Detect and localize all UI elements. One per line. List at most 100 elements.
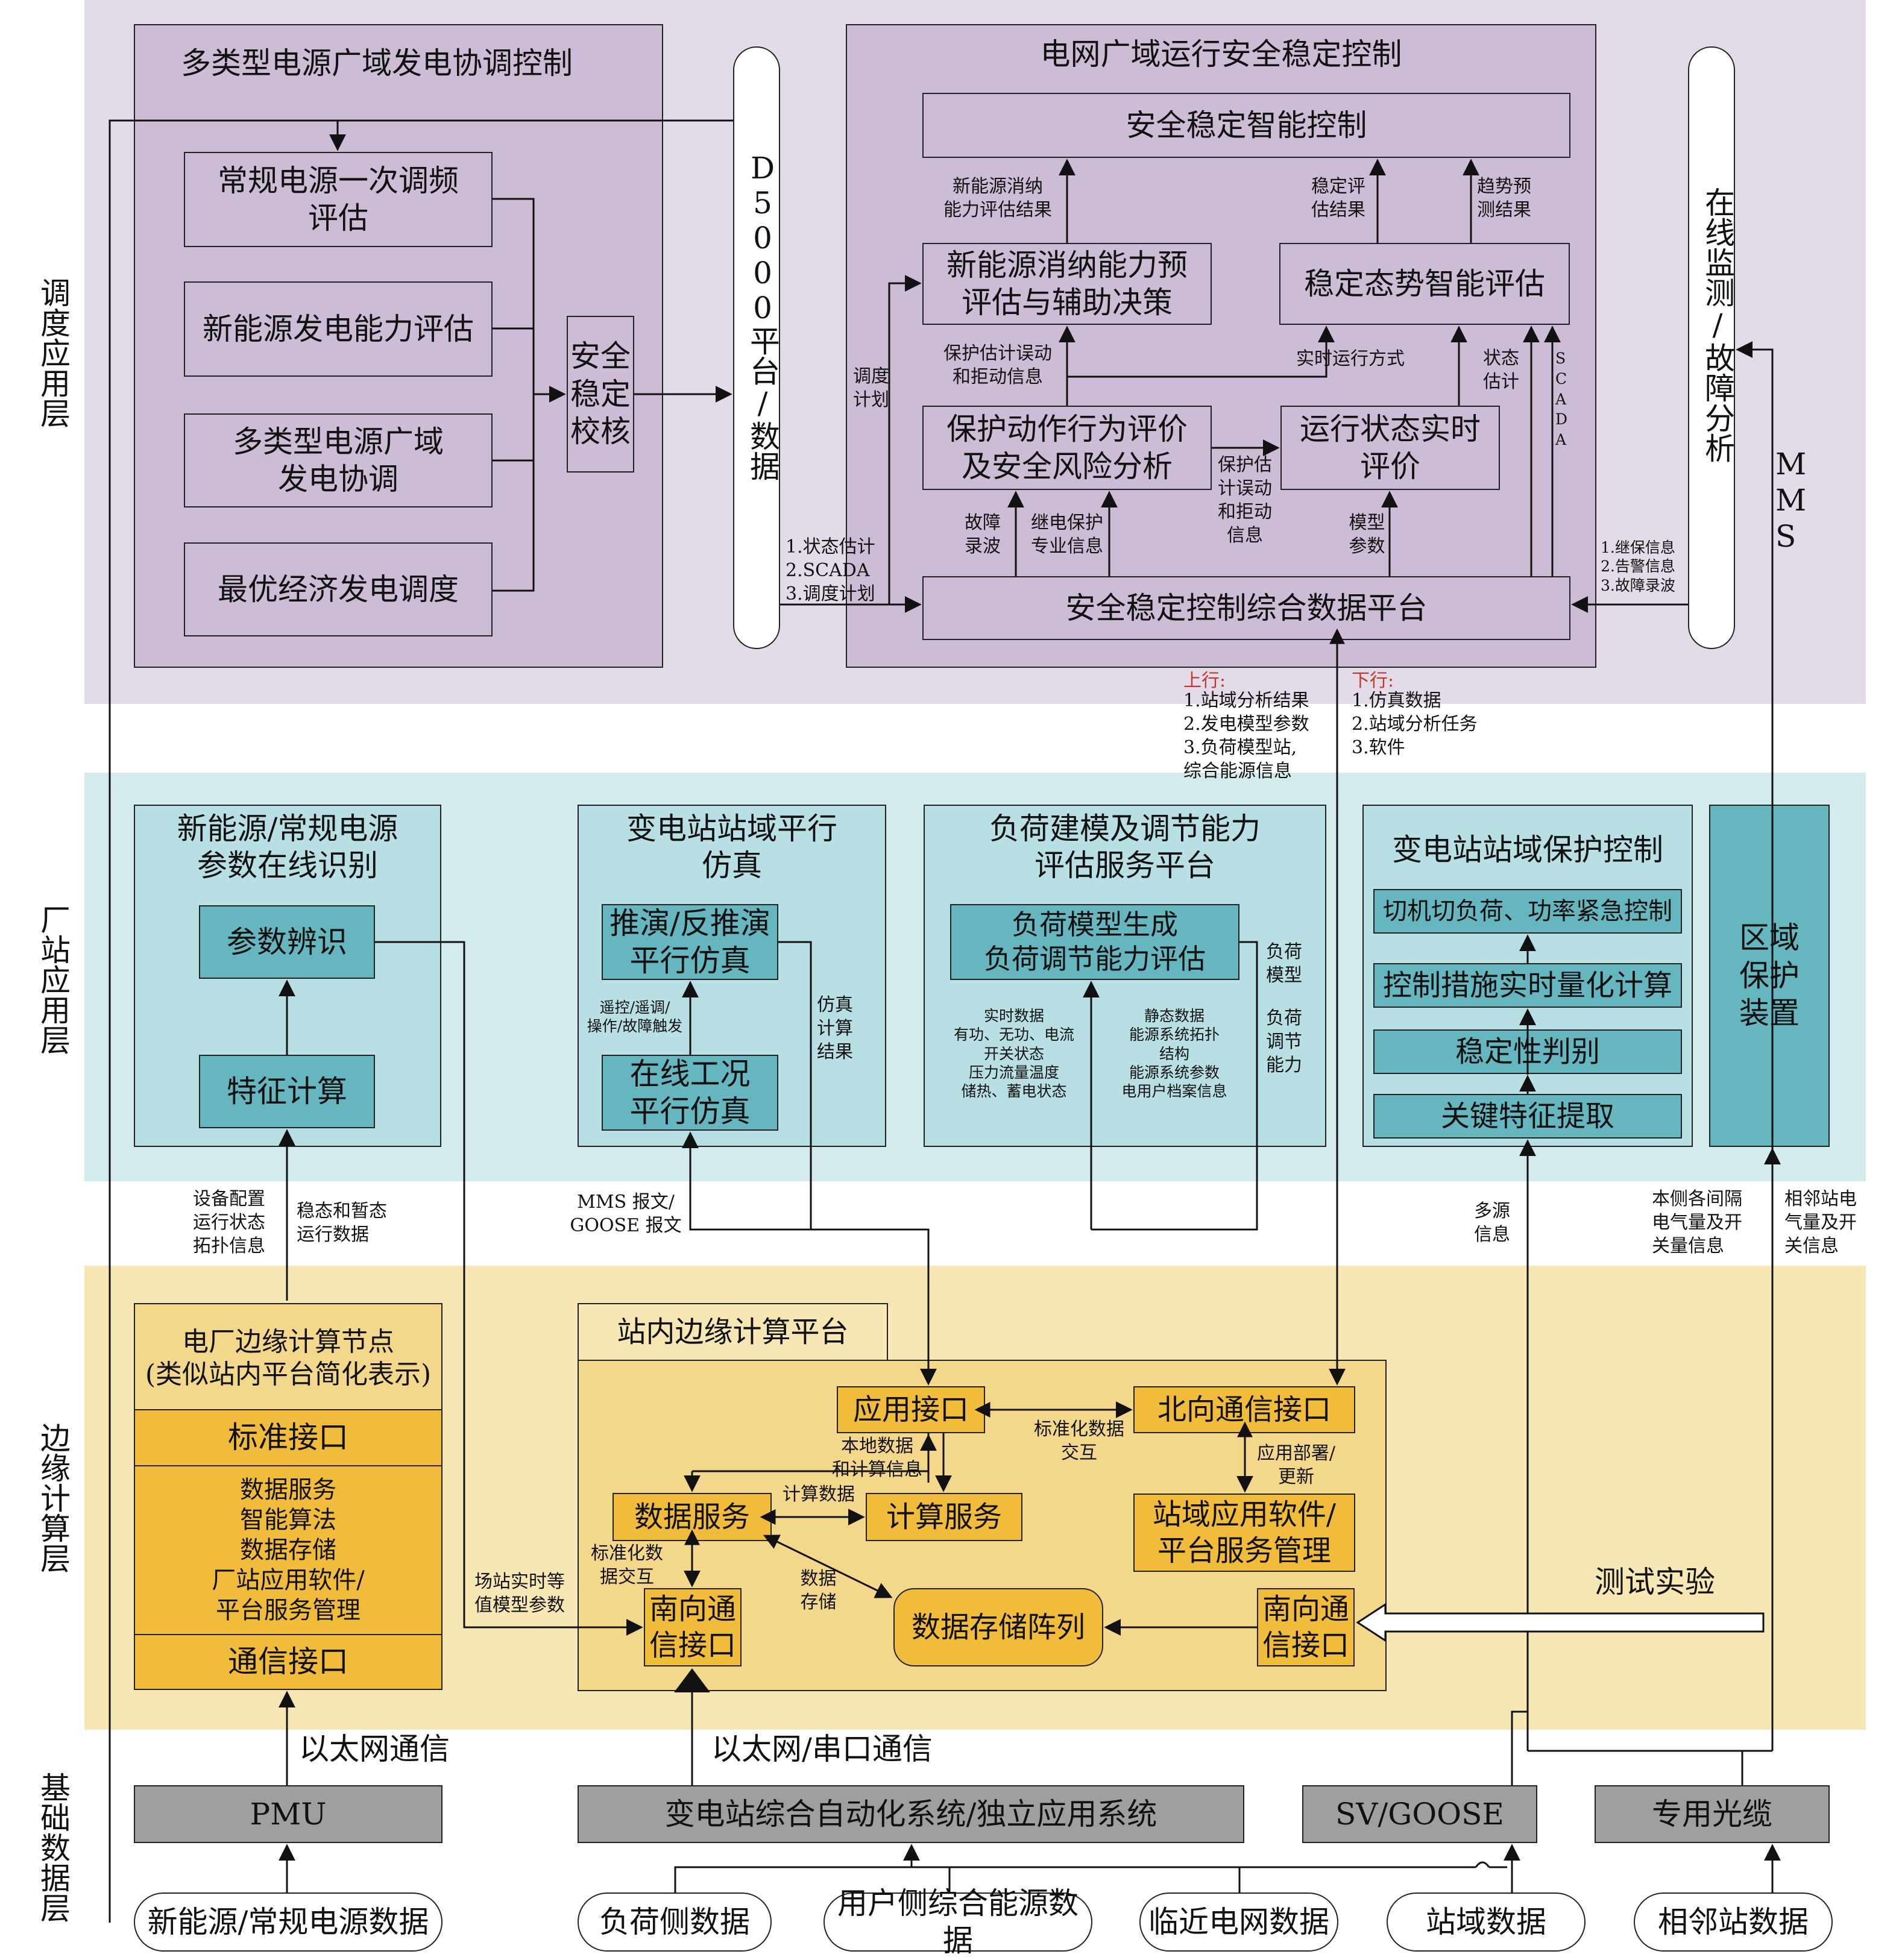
source-user-energy[interactable]: 用户侧综合能源数据	[824, 1886, 1092, 1958]
lbl-static-data: 静态数据 能源系统拓扑 结构 能源系统参数 电用户档案信息	[1121, 1007, 1227, 1100]
lbl-stab-result: 稳定评 估结果	[1311, 176, 1365, 221]
lbl-remote: 遥控/遥调/ 操作/故障触发	[587, 999, 683, 1035]
south-if-left[interactable]: 南向通 信接口	[644, 1588, 742, 1666]
wire-crossover	[1475, 1861, 1490, 1868]
d5000-label: D5000平台/数据	[745, 151, 780, 481]
app-if[interactable]: 应用接口	[837, 1386, 985, 1433]
data-platform[interactable]: 安全稳定控制综合数据平台	[922, 576, 1570, 640]
plant-node-title: 电厂边缘计算节点 (类似站内平台简化表示)	[145, 1327, 432, 1390]
lbl-fault-wave: 故障 录波	[965, 512, 1001, 557]
lbl-realtime-data: 实时数据 有功、无功、电流 开关状态 压力流量温度 储热、蓄电状态	[953, 1007, 1074, 1100]
lbl-adjacent-station: 相邻站电 气量及开 关信息	[1784, 1189, 1857, 1257]
protect-item-4[interactable]: 关键特征提取	[1373, 1094, 1682, 1139]
lbl-load-adjust: 负荷 调节 能力	[1266, 1008, 1302, 1076]
layer-dispatch: 调度应用层	[36, 277, 71, 428]
deduce-sim[interactable]: 推演/反推演 平行仿真	[602, 904, 778, 980]
up-items: 1.站域分析结果 2.发电模型参数 3.负荷模型站, 综合能源信息	[1183, 690, 1309, 782]
lbl-mms-in: 1.继保信息 2.告警信息 3.故障录波	[1601, 539, 1675, 594]
lbl-protect-info: 保护估计误动 和拒动信息	[943, 343, 1052, 388]
online-sim[interactable]: 在线工况 平行仿真	[602, 1055, 778, 1131]
online-monitor[interactable]	[1688, 46, 1735, 649]
multi-source-title: 多类型电源广域发电协调控制	[181, 46, 573, 81]
lbl-load-model: 负荷 模型	[1266, 941, 1302, 986]
load-title: 负荷建模及调节能力 评估服务平台	[989, 811, 1261, 883]
source-adjacent-station[interactable]: 相邻站数据	[1634, 1892, 1833, 1952]
lbl-local-bay: 本侧各间隔 电气量及开 关量信息	[1652, 1189, 1742, 1257]
lbl-model-param: 模型 参数	[1349, 512, 1385, 557]
lbl-steady-trans: 稳态和暂态 运行数据	[297, 1201, 387, 1245]
multi-item-4[interactable]: 最优经济发电调度	[184, 542, 493, 636]
lbl-state-est: 状态 估计	[1483, 348, 1519, 392]
fiber-cable[interactable]: 专用光缆	[1595, 1785, 1830, 1843]
layer-station: 厂站应用层	[36, 904, 71, 1055]
source-load-side[interactable]: 负荷侧数据	[578, 1892, 772, 1952]
lbl-mms-goose: MMS 报文/ GOOSE 报文	[570, 1192, 682, 1236]
up-title: 上行:	[1183, 670, 1226, 691]
load-model[interactable]: 负荷模型生成 负荷调节能力评估	[950, 904, 1239, 980]
protect-item-3[interactable]: 稳定性判别	[1373, 1029, 1682, 1074]
lbl-renew-result: 新能源消纳 能力评估结果	[943, 176, 1052, 221]
source-station-domain[interactable]: 站域数据	[1387, 1892, 1586, 1952]
lbl-std-exchange: 标准化数据 交互	[1034, 1419, 1124, 1463]
plant-comm-if[interactable]: 通信接口	[134, 1634, 442, 1690]
param-title: 新能源/常规电源 参数在线识别	[177, 811, 398, 883]
station-platform-tab: 站内边缘计算平台	[578, 1303, 888, 1361]
lbl-data-store: 数据 存储	[800, 1568, 837, 1613]
pmu[interactable]: PMU	[134, 1785, 442, 1843]
feature-calc[interactable]: 特征计算	[199, 1055, 375, 1128]
multi-item-1[interactable]: 常规电源一次调频 评估	[184, 152, 493, 247]
lbl-local-data: 本地数据 和计算信息	[832, 1436, 922, 1480]
lbl-relay-info: 继电保护 专业信息	[1031, 512, 1103, 557]
lbl-std-exchange2: 标准化数 据交互	[591, 1543, 663, 1588]
d5000-platform[interactable]	[733, 46, 780, 649]
substation-system[interactable]: 变电站综合自动化系统/独立应用系统	[578, 1785, 1244, 1843]
param-ident[interactable]: 参数辨识	[199, 905, 375, 979]
safety-check[interactable]: 安全 稳定 校核	[567, 316, 634, 473]
lbl-realtime-mode: 实时运行方式	[1296, 348, 1405, 369]
storage-array[interactable]: 数据存储阵列	[893, 1588, 1103, 1666]
layer-base: 基础数据层	[36, 1772, 71, 1923]
lbl-ethernet-serial: 以太网/串口通信	[711, 1732, 933, 1767]
lbl-protect-info2: 保护估 计误动 和拒动 信息	[1218, 454, 1272, 546]
protect-title: 变电站站域保护控制	[1392, 832, 1663, 867]
down-items: 1.仿真数据 2.站域分析任务 3.软件	[1352, 690, 1478, 758]
compute-service[interactable]: 计算服务	[866, 1493, 1022, 1541]
layer-edge: 边缘计算层	[36, 1422, 71, 1573]
source-nearby-grid[interactable]: 临近电网数据	[1139, 1892, 1338, 1952]
data-service[interactable]: 数据服务	[613, 1493, 772, 1541]
multi-item-3[interactable]: 多类型电源广域 发电协调	[184, 413, 493, 507]
region-protect[interactable]: 区域 保护 装置	[1709, 805, 1830, 1147]
lbl-ethernet: 以太网通信	[299, 1732, 450, 1767]
north-if[interactable]: 北向通信接口	[1133, 1386, 1355, 1433]
lbl-plant-equiv: 场站实时等 值模型参数	[474, 1571, 565, 1616]
sub-sim-title: 变电站站域平行 仿真	[626, 811, 837, 883]
lbl-multi-source: 多源 信息	[1474, 1201, 1510, 1245]
south-if-right[interactable]: 南向通 信接口	[1257, 1588, 1355, 1666]
down-title: 下行:	[1352, 670, 1394, 691]
station-app[interactable]: 站域应用软件/ 平台服务管理	[1133, 1494, 1355, 1572]
test-experiment: 测试实验	[1595, 1565, 1715, 1600]
intel-control[interactable]: 安全稳定智能控制	[922, 93, 1570, 158]
protect-item-2[interactable]: 控制措施实时量化计算	[1373, 963, 1682, 1008]
lbl-app-deploy: 应用部署/ 更新	[1256, 1443, 1336, 1487]
protect-eval[interactable]: 保护动作行为评价 及安全风险分析	[922, 406, 1212, 490]
renew-eval[interactable]: 新能源消纳能力预 评估与辅助决策	[922, 243, 1212, 325]
lbl-d5000-out: 1.状态估计 2.SCADA 3.调度计划	[786, 536, 875, 605]
lbl-compute-data: 计算数据	[783, 1484, 855, 1505]
lbl-device-cfg: 设备配置 运行状态 拓扑信息	[193, 1189, 265, 1257]
lbl-sim-result: 仿真 计算 结果	[817, 994, 853, 1063]
lbl-sched-plan: 调度 计划	[853, 366, 889, 410]
online-monitor-label: 在线监测/故障分析	[1700, 187, 1735, 463]
plant-std-if[interactable]: 标准接口	[134, 1409, 442, 1466]
plant-services: 数据服务 智能算法 数据存储 厂站应用软件/ 平台服务管理	[134, 1465, 442, 1635]
protect-item-1[interactable]: 切机切负荷、功率紧急控制	[1373, 889, 1682, 934]
lbl-trend-result: 趋势预 测结果	[1477, 176, 1531, 221]
multi-item-2[interactable]: 新能源发电能力评估	[184, 281, 493, 377]
oper-eval[interactable]: 运行状态实时 评价	[1280, 406, 1500, 490]
source-renewable[interactable]: 新能源/常规电源数据	[134, 1892, 442, 1952]
stab-eval[interactable]: 稳定态势智能评估	[1279, 243, 1570, 325]
lbl-scada-vertical: SCADA	[1555, 350, 1568, 448]
sv-goose[interactable]: SV/GOOSE	[1302, 1785, 1537, 1843]
grid-control-title: 电网广域运行安全稳定控制	[1040, 37, 1402, 72]
lbl-mms: MMS	[1775, 447, 1807, 554]
